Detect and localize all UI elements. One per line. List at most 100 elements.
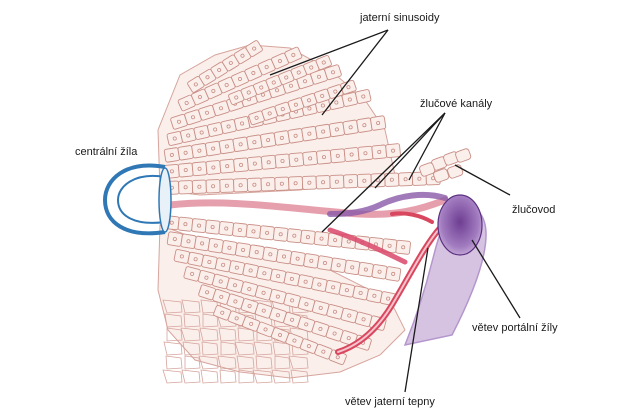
loose-cell [236,355,255,370]
cord-lower-1 [164,215,411,255]
hepatocyte [303,253,320,269]
loose-cell [162,299,183,314]
hepatocyte-nucleus [284,75,289,80]
hepatocyte-nucleus [217,68,222,73]
hepatocyte-nucleus [275,88,280,93]
hepatocyte-nucleus [372,293,377,298]
loose-cell [180,327,201,342]
hepatocyte [214,257,232,273]
hepatocyte [260,132,277,148]
cord-lower-2 [166,231,402,282]
hepatocyte-nucleus [417,176,422,181]
hepatocyte-nucleus [401,245,406,250]
hepatocyte [177,162,194,178]
hepatocyte-nucleus [278,333,283,338]
hepatocyte [302,151,318,166]
hepatocyte-nucleus [205,290,210,295]
loose-cell [252,369,273,384]
loose-cell [271,369,291,384]
hepatocyte [315,175,331,190]
hepatocyte-nucleus [278,232,283,237]
hepatocyte [287,128,304,144]
hepatocyte-nucleus [376,121,381,126]
hepatocyte-nucleus [234,316,239,321]
hepatocyte-nucleus [248,268,253,273]
hepatocyte-nucleus [224,226,229,231]
loose-cell [274,355,291,370]
hepatocyte-nucleus [288,83,293,88]
hepatocyte [204,219,221,235]
hepatocyte-nucleus [197,148,202,153]
loose-cell [183,313,201,328]
hepatocyte-nucleus [290,298,295,303]
hepatocyte [180,233,197,249]
hepatocyte-nucleus [306,344,311,349]
hepatocyte-nucleus [238,77,243,82]
hepatocyte-nucleus [183,222,188,227]
hepatocyte-nucleus [349,152,354,157]
hepatocyte-nucleus [254,115,259,120]
hepatocyte [259,225,275,241]
hepatocyte-nucleus [319,236,324,241]
hepatocyte [166,231,183,247]
hepatocyte-nucleus [363,267,368,272]
hepatocyte [221,240,238,256]
hepatocyte-nucleus [169,152,174,157]
hepatocyte-nucleus [292,233,297,238]
hepatocyte-nucleus [252,46,257,51]
leader-bile-canals-c [408,112,446,181]
hepatocyte-nucleus [303,279,308,284]
hepatocyte [355,89,372,104]
hepatocyte-nucleus [276,274,281,279]
hepatocyte [191,143,208,159]
hepatocyte-nucleus [225,164,230,169]
hepatocyte [274,176,290,191]
hepatocyte-nucleus [307,98,312,103]
leader-lines [269,29,521,393]
hepatocyte-nucleus [241,247,246,252]
loose-cell [255,355,273,370]
hepatocyte-nucleus [193,257,198,262]
hepatocyte-nucleus [179,254,184,259]
loose-cell [237,327,255,342]
hepatocyte-nucleus [391,271,396,276]
hepatocyte-nucleus [347,97,352,102]
hepatocyte [233,157,249,173]
hepatocyte [245,223,262,239]
hepatocyte-nucleus [361,317,366,322]
hepatocyte [269,268,287,284]
hepatocyte-nucleus [247,304,252,309]
hepatocyte-nucleus [289,276,294,281]
hepatocyte-nucleus [234,265,239,270]
loose-cell [184,355,201,370]
hepatocyte [328,121,345,138]
label-portal-vein-branch: větev portální žíly [472,322,558,334]
hepatocyte-nucleus [387,243,392,248]
hepatocyte-nucleus [224,144,229,149]
label-bile-duct: žlučovod [512,204,556,216]
hepatocyte-nucleus [234,95,239,100]
hepatocyte-nucleus [266,160,271,165]
cord-lower-6 [213,305,347,365]
hepatocyte [191,179,207,194]
loose-cell [218,327,237,342]
hepatocyte [242,263,259,278]
loose-cell [220,341,237,356]
loose-cell [201,341,219,356]
leader-bile-canals-b [374,112,446,189]
hepatocyte [315,123,332,140]
hepatocyte-nucleus [307,180,312,185]
hepatocyte-nucleus [240,121,245,126]
hepatocyte-nucleus [213,127,218,132]
hepatocyte [275,248,293,265]
hepatocyte-nucleus [254,250,259,255]
hepatocyte [163,147,180,163]
leader-portal-vein [471,239,521,319]
hepatocyte-nucleus [169,220,174,225]
loose-cell [217,355,237,370]
hepatocyte-nucleus [227,245,232,250]
hepatocyte-nucleus [304,302,309,307]
loose-cell [198,355,219,370]
hepatocyte-nucleus [307,131,312,136]
